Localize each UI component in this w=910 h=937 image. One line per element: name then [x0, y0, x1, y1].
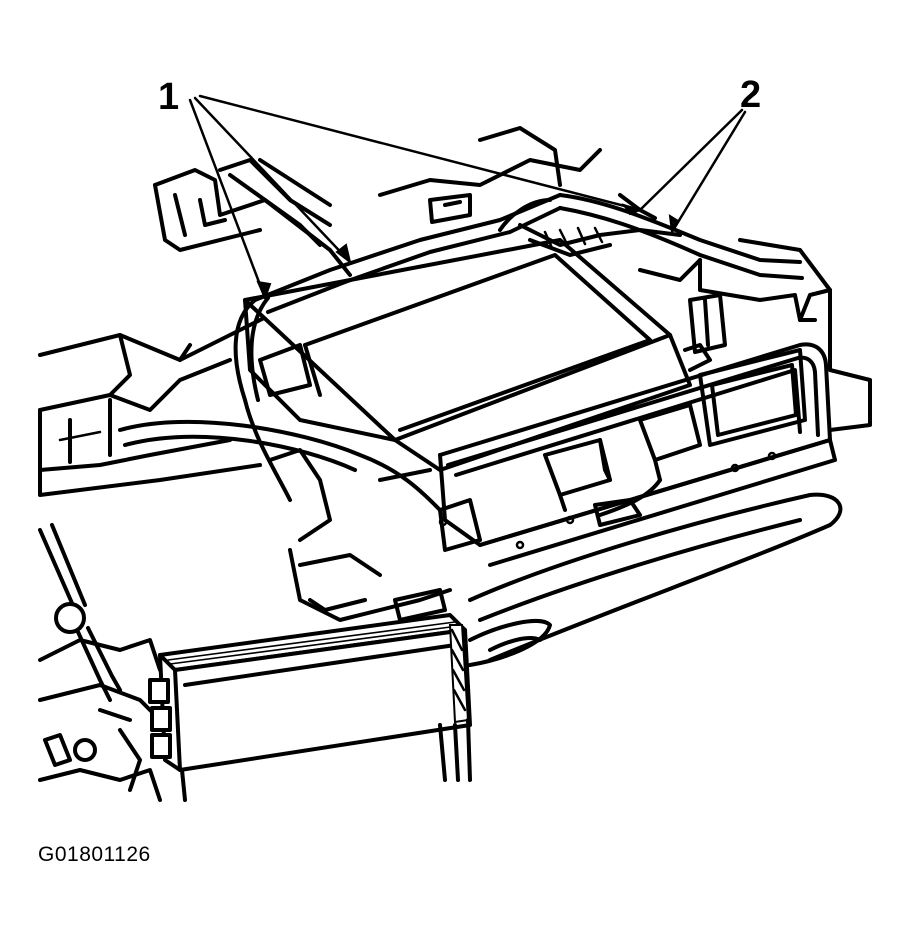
callout-label-1: 1 — [158, 76, 180, 118]
connectors — [543, 403, 702, 527]
front-module — [148, 613, 472, 802]
figure-id: G01801126 — [38, 843, 151, 866]
leader-lines — [188, 94, 747, 301]
right-bracket — [638, 238, 872, 432]
steering-support — [38, 523, 162, 802]
center-structure — [268, 448, 482, 622]
lower-rail — [468, 492, 843, 667]
module-housing — [243, 238, 692, 472]
callout-label-2: 2 — [740, 74, 762, 116]
rear-bracket — [153, 126, 602, 277]
panel-frame — [438, 342, 837, 567]
dash-structure-left — [38, 298, 302, 497]
